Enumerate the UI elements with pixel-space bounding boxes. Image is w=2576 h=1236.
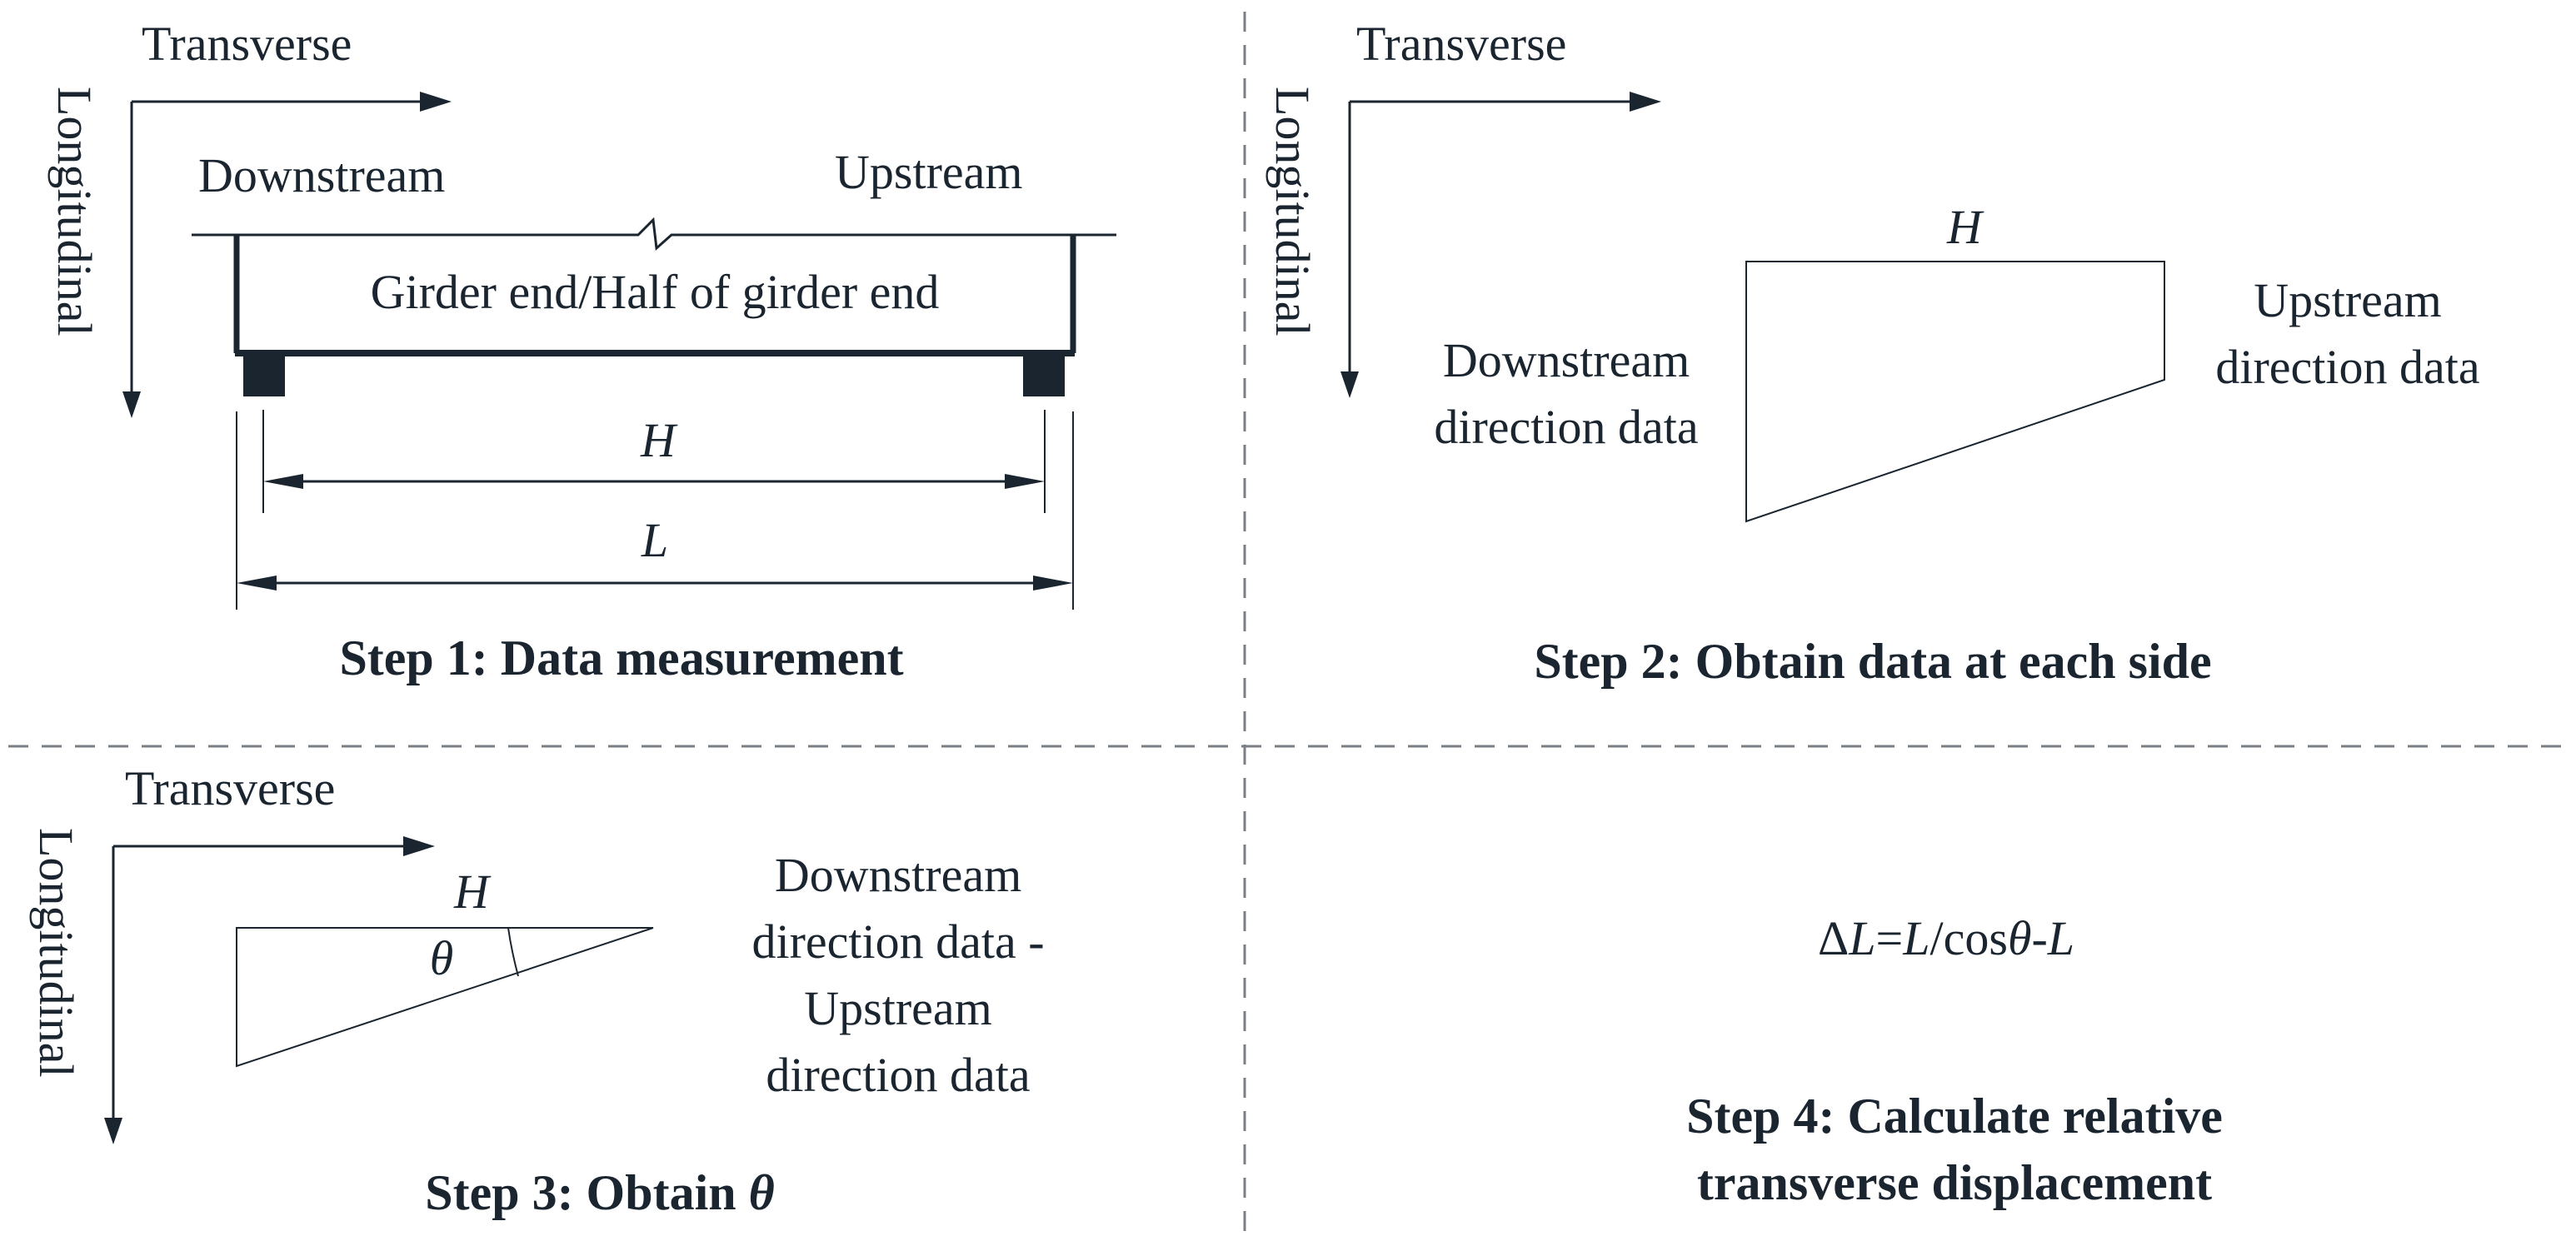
longitudinal-arrowhead (104, 1118, 122, 1144)
left-bearing (243, 356, 285, 396)
step1-title: Step 1: Data measurement (339, 630, 903, 685)
formula-minus: - (2031, 911, 2047, 965)
formula-theta: θ (2008, 911, 2032, 965)
step4-title-line2: transverse displacement (1697, 1155, 2212, 1210)
transverse-label: Transverse (1356, 17, 1566, 71)
step3-panel: Transverse Longitudinal H θ Downstream d… (29, 761, 1045, 1220)
formula-l2: L (1902, 911, 1930, 965)
step3-axes: Transverse Longitudinal (29, 761, 435, 1144)
upstream-label: Upstream (835, 145, 1023, 199)
formula-l1: L (1848, 911, 1875, 965)
step1-axes: Transverse Longitudinal (47, 17, 452, 418)
h-arrowhead-right (1005, 474, 1045, 489)
longitudinal-arrowhead (122, 391, 141, 418)
longitudinal-label: Longitudinal (1266, 87, 1320, 336)
upstream-data-label-1: Upstream (2254, 273, 2442, 327)
formula-delta: Δ (1818, 911, 1849, 965)
deck-line (192, 217, 1116, 252)
step1-panel: Transverse Longitudinal Downstream Upstr… (47, 17, 1116, 685)
step2-panel: Transverse Longitudinal H Upstream direc… (1266, 17, 2480, 689)
step3-title-prefix: Step 3: Obtain (425, 1165, 748, 1220)
downstream-data-label-1: Downstream (1443, 333, 1690, 387)
step4-title-line1: Step 4: Calculate relative (1686, 1089, 2223, 1144)
transverse-arrowhead (1630, 92, 1661, 112)
transverse-arrowhead (420, 92, 452, 112)
difference-label-1: Downstream (775, 848, 1021, 902)
step3-title-symbol: θ (749, 1165, 775, 1220)
measurement-quadrilateral (1745, 261, 2165, 523)
upstream-data-label-2: direction data (2215, 340, 2479, 394)
step3-title: Step 3: Obtain θ (425, 1165, 775, 1220)
l-arrowhead-left (237, 576, 277, 591)
longitudinal-arrowhead (1340, 371, 1359, 398)
step2-axes: Transverse Longitudinal (1266, 17, 1661, 398)
longitudinal-label: Longitudinal (47, 87, 102, 336)
h-arrowhead-left (263, 474, 303, 489)
difference-label-2: direction data - (751, 915, 1044, 969)
step2-title: Step 2: Obtain data at each side (1534, 634, 2211, 689)
l-arrowhead-right (1033, 576, 1073, 591)
h-label: H (1946, 200, 1984, 254)
l-label: L (641, 513, 668, 567)
transverse-label: Transverse (142, 17, 352, 71)
longitudinal-label: Longitudinal (29, 828, 83, 1078)
step4-panel: ΔL=L/cosθ-L Step 4: Calculate relative t… (1686, 911, 2223, 1210)
difference-label-4: direction data (766, 1048, 1030, 1102)
transverse-label: Transverse (125, 761, 335, 815)
theta-triangle (236, 927, 654, 1068)
girder-label: Girder end/Half of girder end (371, 265, 940, 319)
h-label: H (453, 865, 492, 919)
theta-label: θ (430, 931, 454, 985)
formula-equals: = (1876, 911, 1904, 965)
h-label: H (640, 413, 678, 467)
right-bearing (1023, 356, 1065, 396)
formula-l3: L (2047, 911, 2074, 965)
downstream-label: Downstream (198, 148, 445, 202)
displacement-formula: ΔL=L/cosθ-L (1818, 911, 2074, 965)
downstream-data-label-2: direction data (1434, 400, 1698, 454)
formula-cos: /cos (1930, 911, 2008, 965)
difference-label-3: Upstream (804, 981, 992, 1035)
transverse-arrowhead (403, 836, 435, 856)
theta-angle-arc (507, 927, 519, 977)
